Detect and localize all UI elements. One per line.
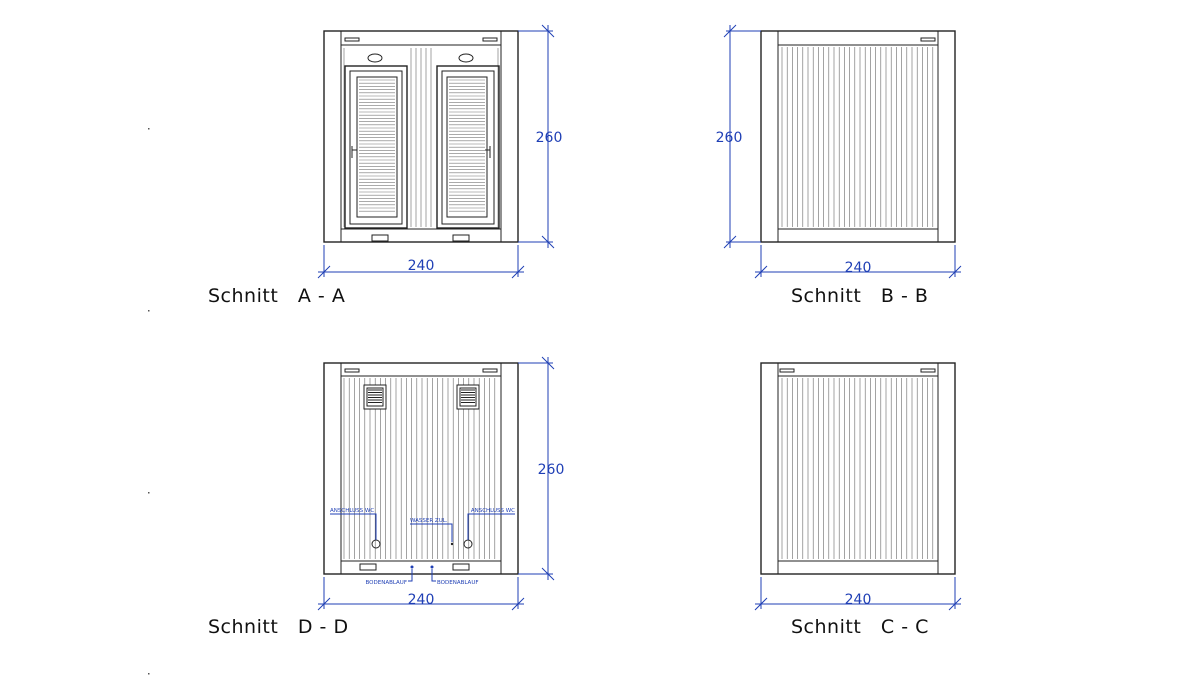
height-label: 260 — [716, 130, 743, 146]
annotation-floor-drain-right: BODENABLAUF — [437, 580, 479, 586]
caption-schnitt-d-d: Schnitt D - D — [208, 616, 349, 638]
floor-vent — [452, 563, 470, 571]
vent-grille-icon — [456, 384, 480, 410]
container-frame — [323, 30, 519, 243]
water-inlet-icon — [450, 542, 454, 546]
view-d-d: ANSCHLUSS WC ANSCHLUSS WC WASSER ZUL. BO… — [317, 356, 565, 611]
container-frame — [323, 362, 519, 575]
top-vent-mark — [920, 37, 936, 42]
caption-schnitt-b-b: Schnitt B - B — [791, 285, 929, 307]
view-b-b: 260 240 — [716, 24, 962, 279]
floor-drain-icon — [430, 565, 434, 569]
container-frame — [760, 30, 956, 243]
top-vent-mark — [344, 368, 360, 373]
margin-marks — [148, 128, 150, 675]
dimension-height: 260 — [518, 356, 565, 581]
top-vent-mark — [344, 37, 360, 42]
annotation-floor-drain-left: BODENABLAUF — [365, 580, 407, 586]
door-handle-icon — [351, 146, 357, 158]
dimension-width: 240 — [754, 245, 962, 279]
top-vent-mark — [779, 368, 795, 373]
width-label: 240 — [408, 592, 435, 608]
ceiling-light-icon — [367, 53, 383, 63]
floor-vent — [359, 563, 377, 571]
door-right — [436, 65, 500, 229]
width-label: 240 — [845, 592, 872, 608]
height-label: 260 — [536, 130, 563, 146]
door-left — [344, 65, 408, 229]
vent-grille-icon — [363, 384, 387, 410]
annotation-right-connection: ANSCHLUSS WC — [471, 508, 515, 514]
annotation-left-connection: ANSCHLUSS WC — [330, 508, 374, 514]
ceiling-light-icon — [458, 53, 474, 63]
view-c-c: 240 — [754, 362, 962, 611]
view-a-a: 260 240 — [317, 24, 563, 279]
width-label: 240 — [408, 258, 435, 274]
dimension-width: 240 — [754, 577, 962, 611]
wc-connection-icon — [371, 539, 381, 549]
dimension-height: 260 — [716, 24, 761, 249]
top-vent-mark — [482, 37, 498, 42]
door-handle-icon — [485, 146, 491, 158]
height-label: 260 — [538, 462, 565, 478]
floor-drain-icon — [410, 565, 414, 569]
dimension-height: 260 — [518, 24, 563, 249]
dimension-width: 240 — [317, 577, 525, 611]
caption-schnitt-c-c: Schnitt C - C — [791, 616, 929, 638]
dimension-width: 240 — [317, 245, 525, 279]
top-vent-mark — [482, 368, 498, 373]
width-label: 240 — [845, 260, 872, 276]
floor-vent — [371, 234, 389, 242]
floor-vent — [452, 234, 470, 242]
caption-schnitt-a-a: Schnitt A - A — [208, 285, 346, 307]
wc-connection-icon — [463, 539, 473, 549]
top-vent-mark — [920, 368, 936, 373]
container-frame — [760, 362, 956, 575]
annotation-center-connection: WASSER ZUL. — [410, 518, 448, 524]
